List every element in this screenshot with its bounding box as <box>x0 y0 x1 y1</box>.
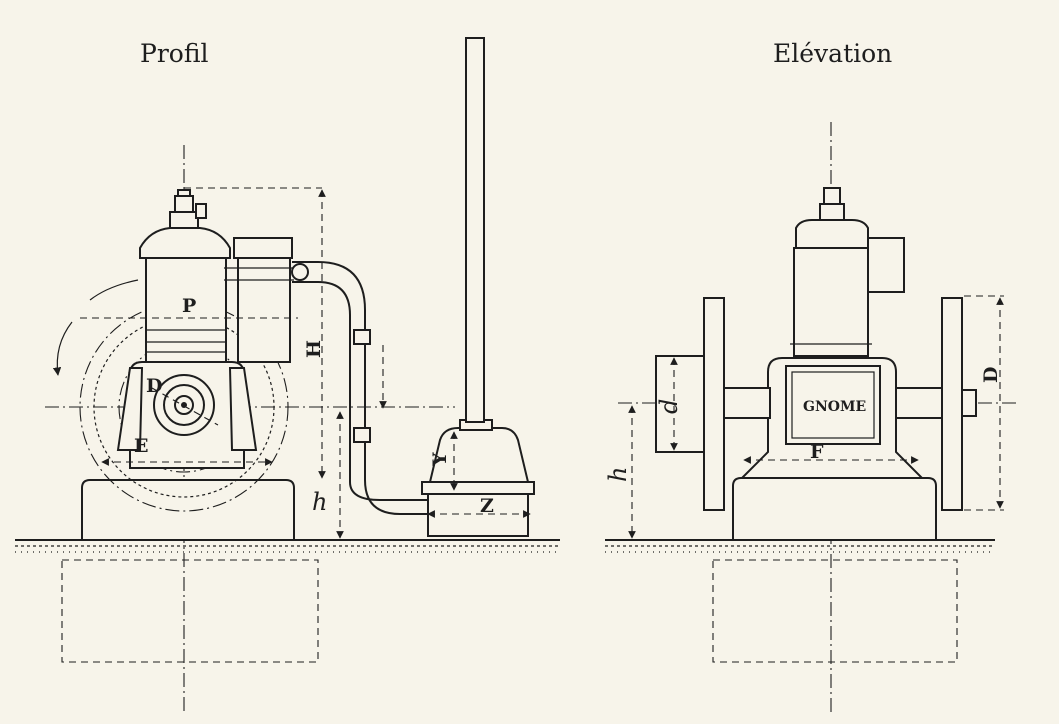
label-p: P <box>182 295 196 317</box>
foundation-right <box>712 559 958 663</box>
title-elevation: Elévation <box>773 39 892 68</box>
flywheel-right-view-right <box>941 297 963 511</box>
exhaust-pipe <box>292 261 430 515</box>
label-e: E <box>134 435 148 457</box>
profil-view: P D E H h Y Z <box>15 37 560 712</box>
foundation-left <box>61 559 319 663</box>
silencer <box>421 419 535 537</box>
gnome-badge: GNOME <box>803 399 866 415</box>
flywheel-right-view-left <box>703 297 725 511</box>
cylinder-head-left <box>139 227 231 259</box>
cylinder-right <box>793 247 869 357</box>
cylinder-left <box>145 257 227 363</box>
label-z: Z <box>480 495 494 517</box>
chimney-pipe <box>465 37 485 423</box>
label-f: F <box>810 441 824 463</box>
title-profil: Profil <box>140 39 209 68</box>
label-h-lower-right: h <box>604 467 632 482</box>
nameplate <box>785 365 881 445</box>
label-h-lower-left: h <box>312 488 327 516</box>
ground-left <box>15 539 560 553</box>
elevation-view: GNOME d F D h <box>604 122 1020 712</box>
fuel-tank-left <box>233 237 293 259</box>
label-d-right: D <box>980 367 1002 383</box>
label-h-upper: H <box>303 340 325 358</box>
ground-right <box>605 539 995 553</box>
engine-base-left <box>81 479 295 541</box>
engine-base-right <box>732 477 937 541</box>
label-d-left: D <box>146 375 162 397</box>
pulley-left <box>655 355 705 453</box>
label-d-small: d <box>655 399 683 414</box>
crank-hub-left <box>153 374 215 436</box>
label-y: Y <box>429 452 451 467</box>
